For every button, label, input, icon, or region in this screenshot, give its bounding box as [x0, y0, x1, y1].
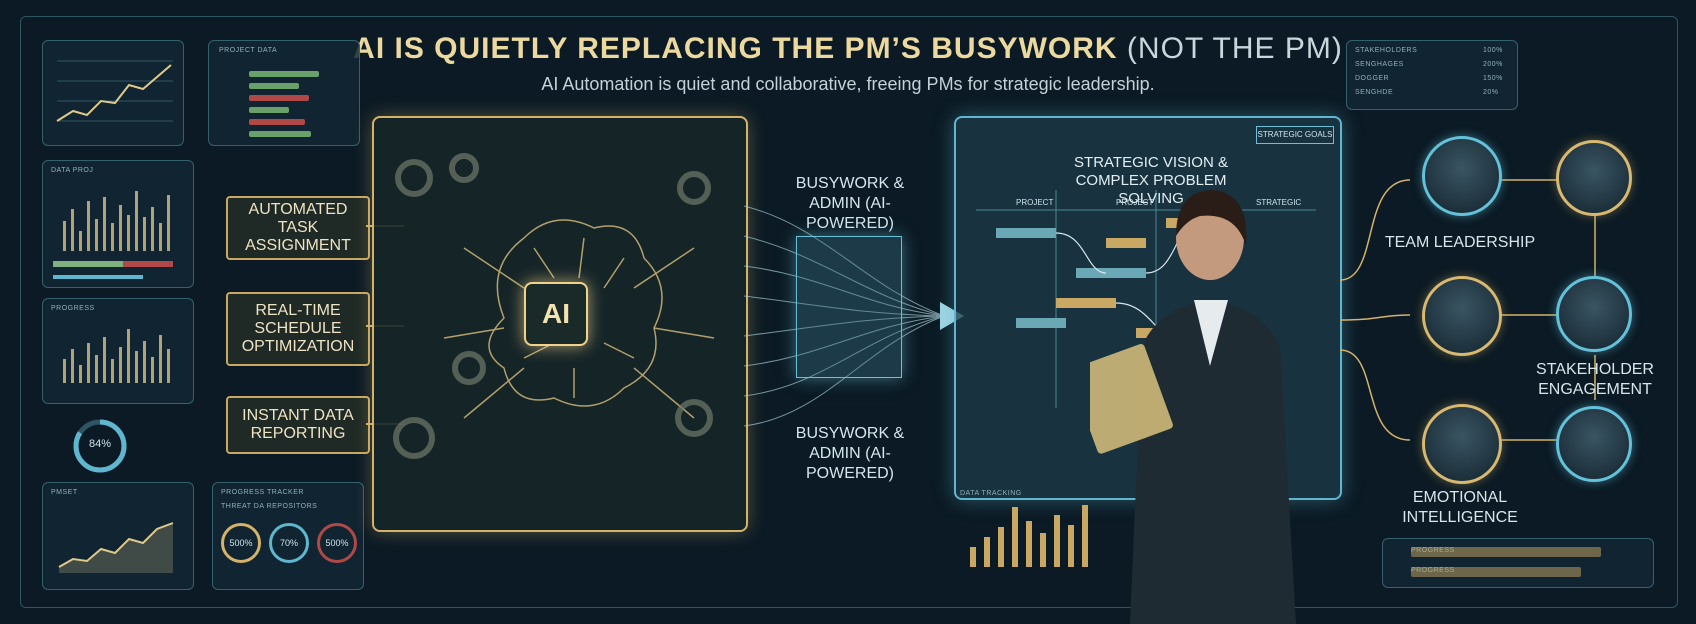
panel-title: PROGRESS [51, 305, 95, 312]
stakeholder-engagement-label: STAKEHOLDER ENGAGEMENT [1536, 361, 1654, 398]
progress-bar [249, 107, 289, 113]
ring-gauge: 500% [221, 523, 261, 563]
strategic-tag: STRATEGIC GOALS [1256, 126, 1334, 144]
stakeholder-row-label: DOGGER [1355, 75, 1390, 82]
progress-bar [249, 95, 309, 101]
team-member-avatar [1556, 140, 1632, 216]
team-member-avatar [1422, 276, 1502, 356]
stakeholder-row-value: 200% [1483, 61, 1503, 68]
panel-subtitle: THREAT DA REPOSITORS [221, 503, 318, 510]
data-cube [796, 236, 902, 378]
project-data-title: PROJECT DATA [219, 47, 278, 54]
gauge-icon [73, 419, 127, 473]
progress-bar [249, 119, 305, 125]
progress-bar [249, 71, 319, 77]
busywork-label-top: BUSYWORK & ADMIN (AI-POWERED) [795, 175, 905, 232]
project-manager-figure [1090, 190, 1296, 624]
stakeholder-row-value: 20% [1483, 89, 1499, 96]
outer-frame [20, 16, 1678, 608]
progress-bar [249, 131, 311, 137]
bar-chart-icon [53, 191, 173, 279]
pmset-panel: PMSET [42, 482, 194, 590]
ai-brain-icon [393, 153, 715, 459]
progress-tracker-panel: PROGRESS TRACKER THREAT DA REPOSITORS 50… [212, 482, 364, 590]
column-header: PROJECT [1116, 198, 1154, 207]
ring-gauge: 70% [269, 523, 309, 563]
project-data-panel: PROJECT DATA [208, 40, 360, 146]
callout-schedule-optimization: REAL-TIME SCHEDULE OPTIMIZATION [226, 292, 370, 366]
progress-bar [1411, 567, 1581, 577]
data-tracking-chart: DATA TRACKING [960, 490, 1110, 582]
ai-chip: AI [524, 282, 588, 346]
line-chart-panel [42, 40, 184, 146]
stakeholder-row-value: 150% [1483, 75, 1503, 82]
stakeholder-row-value: 100% [1483, 47, 1503, 54]
progress-panel: PROGRESS PROGRESS [1382, 538, 1654, 588]
title-main: AI IS QUIETLY REPLACING THE PM’S BUSYWOR… [353, 32, 1118, 65]
column-header: PROJECT [1016, 198, 1054, 207]
team-member-avatar [1422, 136, 1502, 216]
stakeholder-row-label: SENGHDE [1355, 89, 1394, 96]
callout-task-assignment: AUTOMATED TASK ASSIGNMENT [226, 196, 370, 260]
team-member-avatar [1422, 404, 1502, 484]
panel-title: DATA PROJ [51, 167, 94, 174]
progress-bar [1411, 547, 1601, 557]
panel-title: PROGRESS TRACKER [221, 489, 304, 496]
team-member-avatar [1556, 276, 1632, 352]
ring-gauge: 500% [317, 523, 357, 563]
emotional-intelligence-label: EMOTIONAL INTELLIGENCE [1402, 489, 1518, 526]
data-tracking-title: DATA TRACKING [960, 490, 1022, 497]
ai-brain-screen: AI [372, 116, 748, 532]
callout-data-reporting: INSTANT DATA REPORTING [226, 396, 370, 454]
team-member-avatar [1556, 406, 1632, 482]
gauge-value: 84% [88, 438, 112, 450]
strategic-title: STRATEGIC VISION & COMPLEX PROBLEM SOLVI… [1074, 154, 1228, 207]
busywork-label-bottom: BUSYWORK & ADMIN (AI-POWERED) [795, 425, 905, 482]
stakeholder-row-label: STAKEHOLDERS [1355, 47, 1418, 54]
bar-chart-icon [970, 505, 1088, 567]
gauge-widget: 84% [70, 416, 200, 476]
data-stream [744, 205, 964, 427]
line-chart-icon [56, 60, 173, 122]
bar-chart-icon [63, 329, 170, 383]
panel-title: PMSET [51, 489, 78, 496]
column-header: STRATEGIC [1256, 198, 1302, 207]
progress-bar [249, 83, 299, 89]
page-subtitle: AI Automation is quiet and collaborative… [541, 74, 1155, 94]
bar-chart-panel-1: DATA PROJ [42, 160, 194, 288]
stakeholder-row-label: SENGHAGES [1355, 61, 1404, 68]
team-leadership-label: TEAM LEADERSHIP [1384, 234, 1536, 251]
bar-chart-panel-2: PROGRESS [42, 298, 194, 404]
stakeholders-panel: STAKEHOLDERS 100% SENGHAGES 200% DOGGER … [1346, 40, 1518, 110]
title-paren: (NOT THE PM) [1126, 32, 1343, 65]
area-chart-icon [58, 522, 174, 573]
page-title: AI IS QUIETLY REPLACING THE PM’S BUSYWOR… [0, 32, 1696, 66]
